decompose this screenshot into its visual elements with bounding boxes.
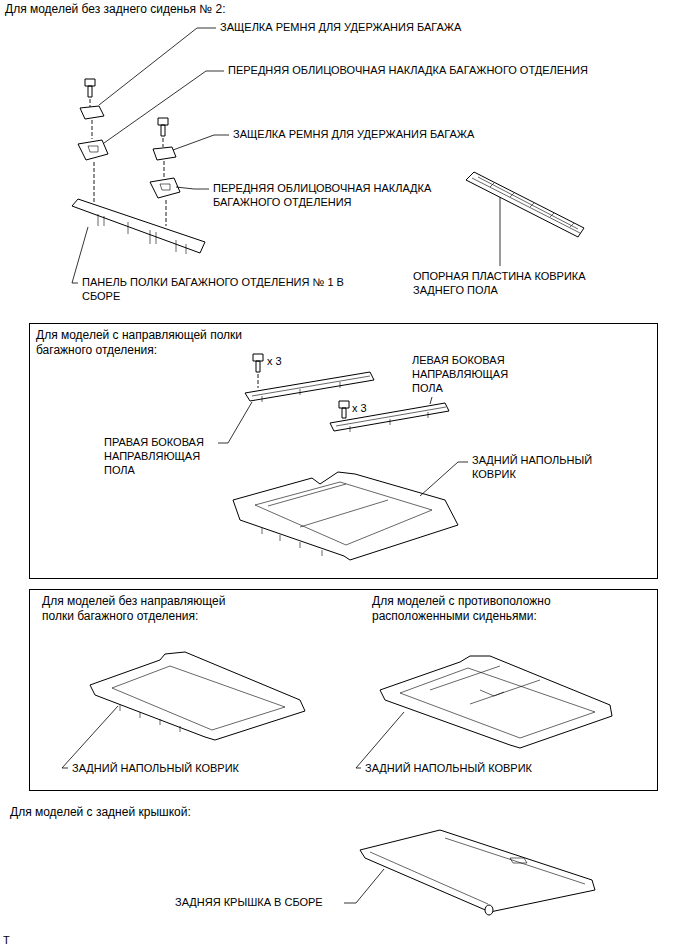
quantity-note: x 3	[267, 355, 282, 369]
dashed-line	[163, 138, 164, 147]
part-label: ЗАЩЕЛКА РЕМНЯ ДЛЯ УДЕРЖАНИЯ БАГАЖА	[233, 128, 474, 142]
leader-line	[344, 869, 384, 903]
section-heading: Для моделей без заднего сиденья № 2:	[5, 2, 226, 17]
leader-line	[420, 462, 468, 496]
floor-side-rail	[330, 403, 449, 431]
rail-detail	[252, 376, 370, 402]
part-label: ПАНЕЛЬ ПОЛКИ БАГАЖНОГО ОТДЕЛЕНИЯ № 1 В С…	[82, 276, 354, 304]
plate-hatch	[472, 177, 580, 233]
latch	[153, 147, 176, 160]
bolt	[85, 79, 95, 97]
shelf-panel	[72, 199, 205, 253]
trim-cover	[150, 178, 180, 198]
leader-line	[72, 227, 88, 283]
part-label: ЗАДНИЙ НАПОЛЬНЫЙ КОВРИК	[472, 454, 617, 482]
bolt	[253, 354, 263, 372]
cover-detail	[370, 838, 585, 904]
dashed-line	[164, 161, 165, 178]
mat-detail	[112, 666, 285, 730]
bolt	[339, 401, 349, 418]
variant-heading: Для моделей без направляющей полки багаж…	[42, 594, 247, 624]
leader-line	[218, 402, 252, 443]
part-label: ПРАВАЯ БОКОВАЯ НАПРАВЛЯЮЩАЯ ПОЛА	[104, 436, 222, 477]
leader-line	[500, 197, 501, 266]
leader-line	[62, 706, 118, 768]
floor-mat	[233, 472, 458, 560]
part-label: ЗАДНИЙ НАПОЛЬНЫЙ КОВРИК	[72, 762, 239, 776]
trim-detail	[88, 146, 98, 152]
leader-line	[104, 71, 224, 143]
leader-line	[173, 135, 229, 150]
part-label: ЛЕВАЯ БОКОВАЯ НАПРАВЛЯЮЩАЯ ПОЛА	[412, 354, 524, 395]
part-label: ПЕРЕДНЯЯ ОБЛИЦОВОЧНАЯ НАКЛАДКА БАГАЖНОГО…	[228, 64, 588, 78]
dashed-line	[94, 162, 95, 203]
latch	[80, 106, 104, 119]
variant-heading: Для моделей с направляющей полки багажно…	[36, 328, 286, 358]
support-plate	[466, 172, 584, 237]
dashed-line	[92, 120, 93, 139]
bolt	[158, 118, 168, 136]
variant-heading: Для моделей с противоположно расположенн…	[372, 594, 577, 624]
dashed-line	[166, 200, 167, 226]
section-heading: Для моделей с задней крышкой:	[10, 805, 191, 820]
cover-roll-end	[485, 905, 493, 915]
leader-line	[430, 397, 432, 404]
trim-cover	[78, 140, 108, 160]
part-label: ЗАЩЕЛКА РЕМНЯ ДЛЯ УДЕРЖАНИЯ БАГАЖА	[220, 21, 461, 35]
mat-clips	[120, 705, 180, 732]
mat-clips	[262, 528, 322, 556]
leader-line	[356, 712, 404, 768]
part-label: ОПОРНАЯ ПЛАСТИНА КОВРИКА ЗАДНЕГО ПОЛА	[413, 270, 613, 298]
trim-detail	[160, 184, 170, 190]
part-label: ПЕРЕДНЯЯ ОБЛИЦОВОЧНАЯ НАКЛАДКА БАГАЖНОГО…	[213, 182, 463, 210]
dashed-line	[90, 99, 91, 107]
leader-line	[99, 28, 216, 105]
floor-side-rail	[245, 372, 374, 401]
rear-cover	[360, 830, 595, 912]
floor-mat	[90, 652, 305, 740]
variant-box: Для моделей без направляющей полки багаж…	[29, 589, 658, 791]
part-label: ЗАДНИЙ НАПОЛЬНЫЙ КОВРИК	[365, 762, 532, 776]
dashed-line	[258, 374, 259, 388]
mat-detail	[255, 482, 432, 545]
panel-clips	[98, 214, 186, 254]
quantity-note: x 3	[352, 402, 367, 416]
part-label: ЗАДНЯЯ КРЫШКА В СБОРЕ	[175, 896, 323, 910]
figure-code: T	[3, 934, 10, 948]
floor-mat	[380, 656, 612, 748]
mat-detail	[400, 666, 595, 738]
leader-line	[176, 187, 209, 189]
